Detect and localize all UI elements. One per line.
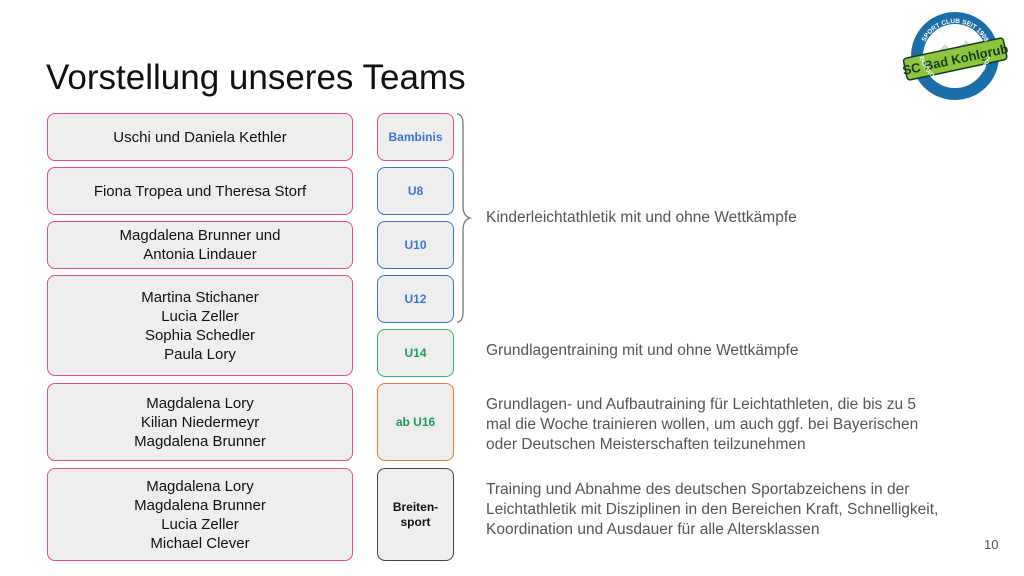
grouping-brace xyxy=(456,113,473,323)
age-label: U10 xyxy=(404,237,427,252)
age-label: U14 xyxy=(404,345,427,360)
description-kinderleichtathletik: Kinderleichtathletik mit und ohne Wettkä… xyxy=(486,209,797,226)
club-logo: SC Bad Kohlgrub SPORT CLUB SEIT 1908 LEI… xyxy=(900,8,1010,100)
age-label: ab U16 xyxy=(395,414,436,429)
description-breitensport: Training und Abnahme des deutschen Sport… xyxy=(486,480,938,540)
coach-name: Magdalena Brunner xyxy=(134,496,266,514)
coach-name: Paula Lory xyxy=(164,345,236,363)
coach-name: Michael Clever xyxy=(150,534,250,552)
description-line: Training und Abnahme des deutschen Sport… xyxy=(486,481,910,498)
description-line: oder Deutschen Meisterschaften teilzuneh… xyxy=(486,436,806,453)
age-badge-u12: U12 xyxy=(377,275,454,323)
description-u16: Grundlagen- und Aufbautraining für Leich… xyxy=(486,395,918,455)
age-badge-bambinis: Bambinis xyxy=(377,113,454,161)
coach-name: Fiona Tropea und Theresa Storf xyxy=(93,182,307,200)
coach-name: Magdalena Lory xyxy=(146,394,254,412)
age-label: Breiten- sport xyxy=(392,499,439,529)
coach-name: Lucia Zeller xyxy=(161,307,239,325)
team-names-u8: Fiona Tropea und Theresa Storf xyxy=(47,167,353,215)
age-label: U12 xyxy=(404,291,427,306)
description-line: Leichtathletik mit Disziplinen in den Be… xyxy=(486,501,939,518)
age-badge-u8: U8 xyxy=(377,167,454,215)
age-label: Bambinis xyxy=(388,129,443,144)
age-badge-u14: U14 xyxy=(377,329,454,377)
age-label: U8 xyxy=(407,183,424,198)
team-names-u16: Magdalena Lory Kilian Niedermeyr Magdale… xyxy=(47,383,353,461)
age-badge-breitensport: Breiten- sport xyxy=(377,468,454,561)
coach-name: Sophia Schedler xyxy=(144,326,256,344)
age-badge-u16: ab U16 xyxy=(377,383,454,461)
age-badge-u10: U10 xyxy=(377,221,454,269)
team-names-u10: Magdalena Brunner und Antonia Lindauer xyxy=(47,221,353,269)
team-names-breitensport: Magdalena Lory Magdalena Brunner Lucia Z… xyxy=(47,468,353,561)
page-number: 10 xyxy=(984,537,999,552)
coach-name: Martina Stichaner xyxy=(141,288,259,306)
coach-name: Magdalena Brunner und xyxy=(119,227,281,244)
description-line: mal die Woche trainieren wollen, um auch… xyxy=(486,416,919,433)
team-names-u12-u14: Martina Stichaner Lucia Zeller Sophia Sc… xyxy=(47,275,353,376)
coach-name: Magdalena Lory xyxy=(146,477,254,495)
coach-name: Antonia Lindauer xyxy=(143,246,257,263)
slide-title: Vorstellung unseres Teams xyxy=(46,58,466,97)
description-line: Koordination und Ausdauer für alle Alter… xyxy=(486,521,820,538)
coach-name: Magdalena Brunner xyxy=(134,432,266,450)
coach-name: Kilian Niedermeyr xyxy=(140,413,260,431)
description-u14: Grundlagentraining mit und ohne Wettkämp… xyxy=(486,342,799,359)
team-names-bambinis: Uschi und Daniela Kethler xyxy=(47,113,353,161)
description-line: Grundlagen- und Aufbautraining für Leich… xyxy=(486,396,916,413)
coach-name: Lucia Zeller xyxy=(161,515,239,533)
coach-name: Uschi und Daniela Kethler xyxy=(113,128,287,146)
